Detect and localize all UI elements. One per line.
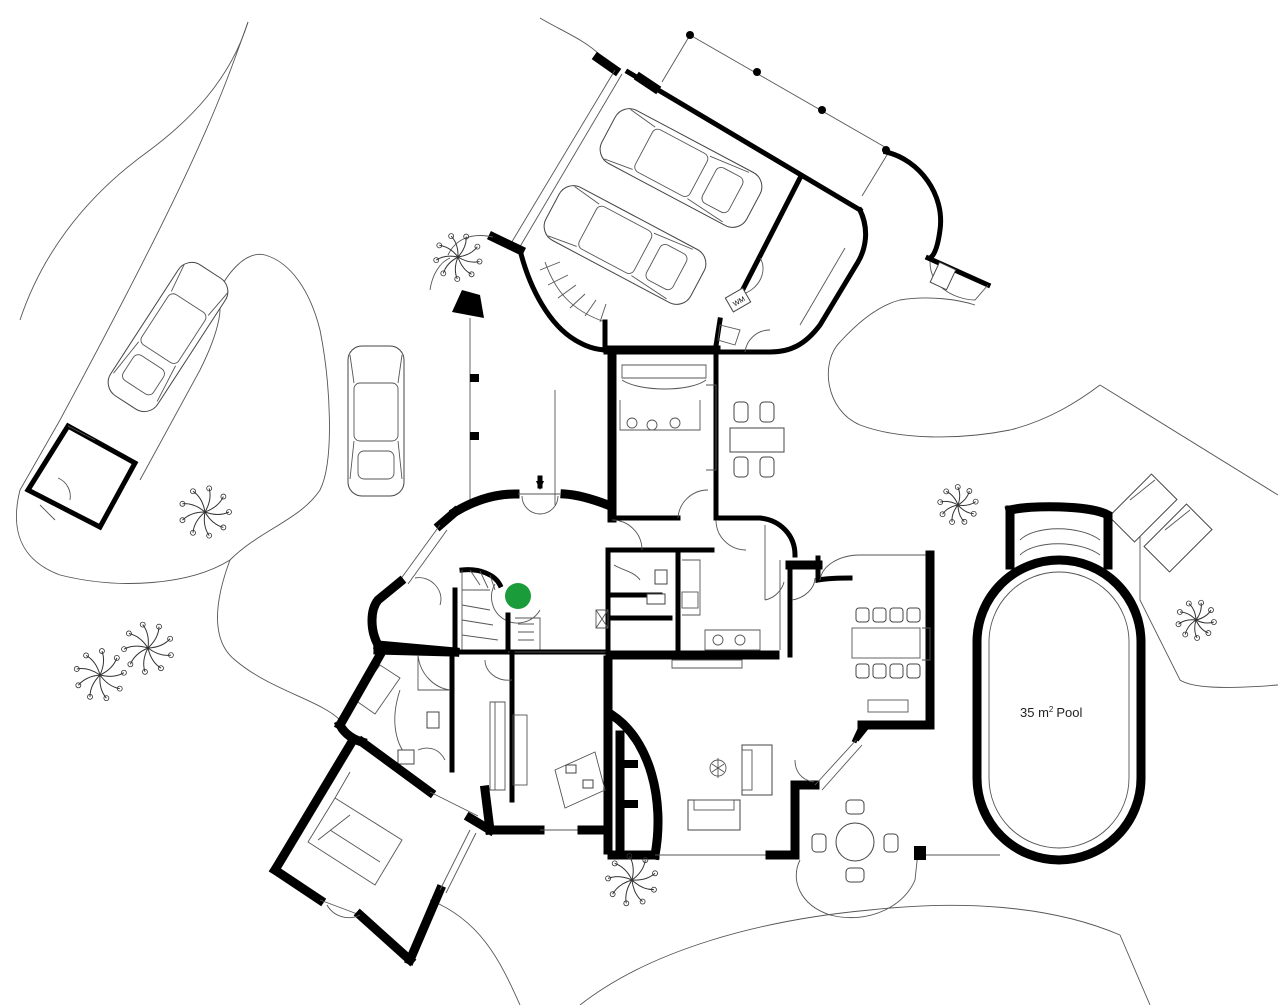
south-terrace-table	[811, 799, 1000, 883]
pool-area-label: 35 m	[1020, 705, 1049, 720]
pool-area-exponent: 2	[1049, 705, 1054, 714]
plant-icon	[605, 853, 658, 907]
garage-car-lower	[543, 185, 707, 305]
parked-car-left	[107, 261, 229, 413]
plant-icon	[179, 485, 232, 539]
north-terrace-table	[729, 401, 785, 478]
parked-car-center	[347, 345, 405, 497]
plant-icon	[937, 484, 979, 525]
dining-chairs	[855, 607, 921, 679]
plant-icon	[121, 621, 174, 675]
plants	[73, 233, 1217, 907]
garage: WM	[509, 51, 869, 355]
sun-loungers	[1108, 473, 1213, 573]
plant-icon	[1175, 599, 1217, 641]
entrance-porch	[429, 257, 556, 505]
pool-name-label: Pool	[1056, 705, 1082, 720]
garage-car-upper	[599, 108, 763, 228]
plant-icon	[73, 648, 127, 702]
site-outlines	[16, 17, 1278, 1005]
plant-icon	[433, 233, 483, 282]
main-house	[268, 345, 935, 967]
pergola	[661, 31, 992, 301]
green-marker	[505, 583, 531, 609]
garden-shed	[24, 422, 139, 531]
